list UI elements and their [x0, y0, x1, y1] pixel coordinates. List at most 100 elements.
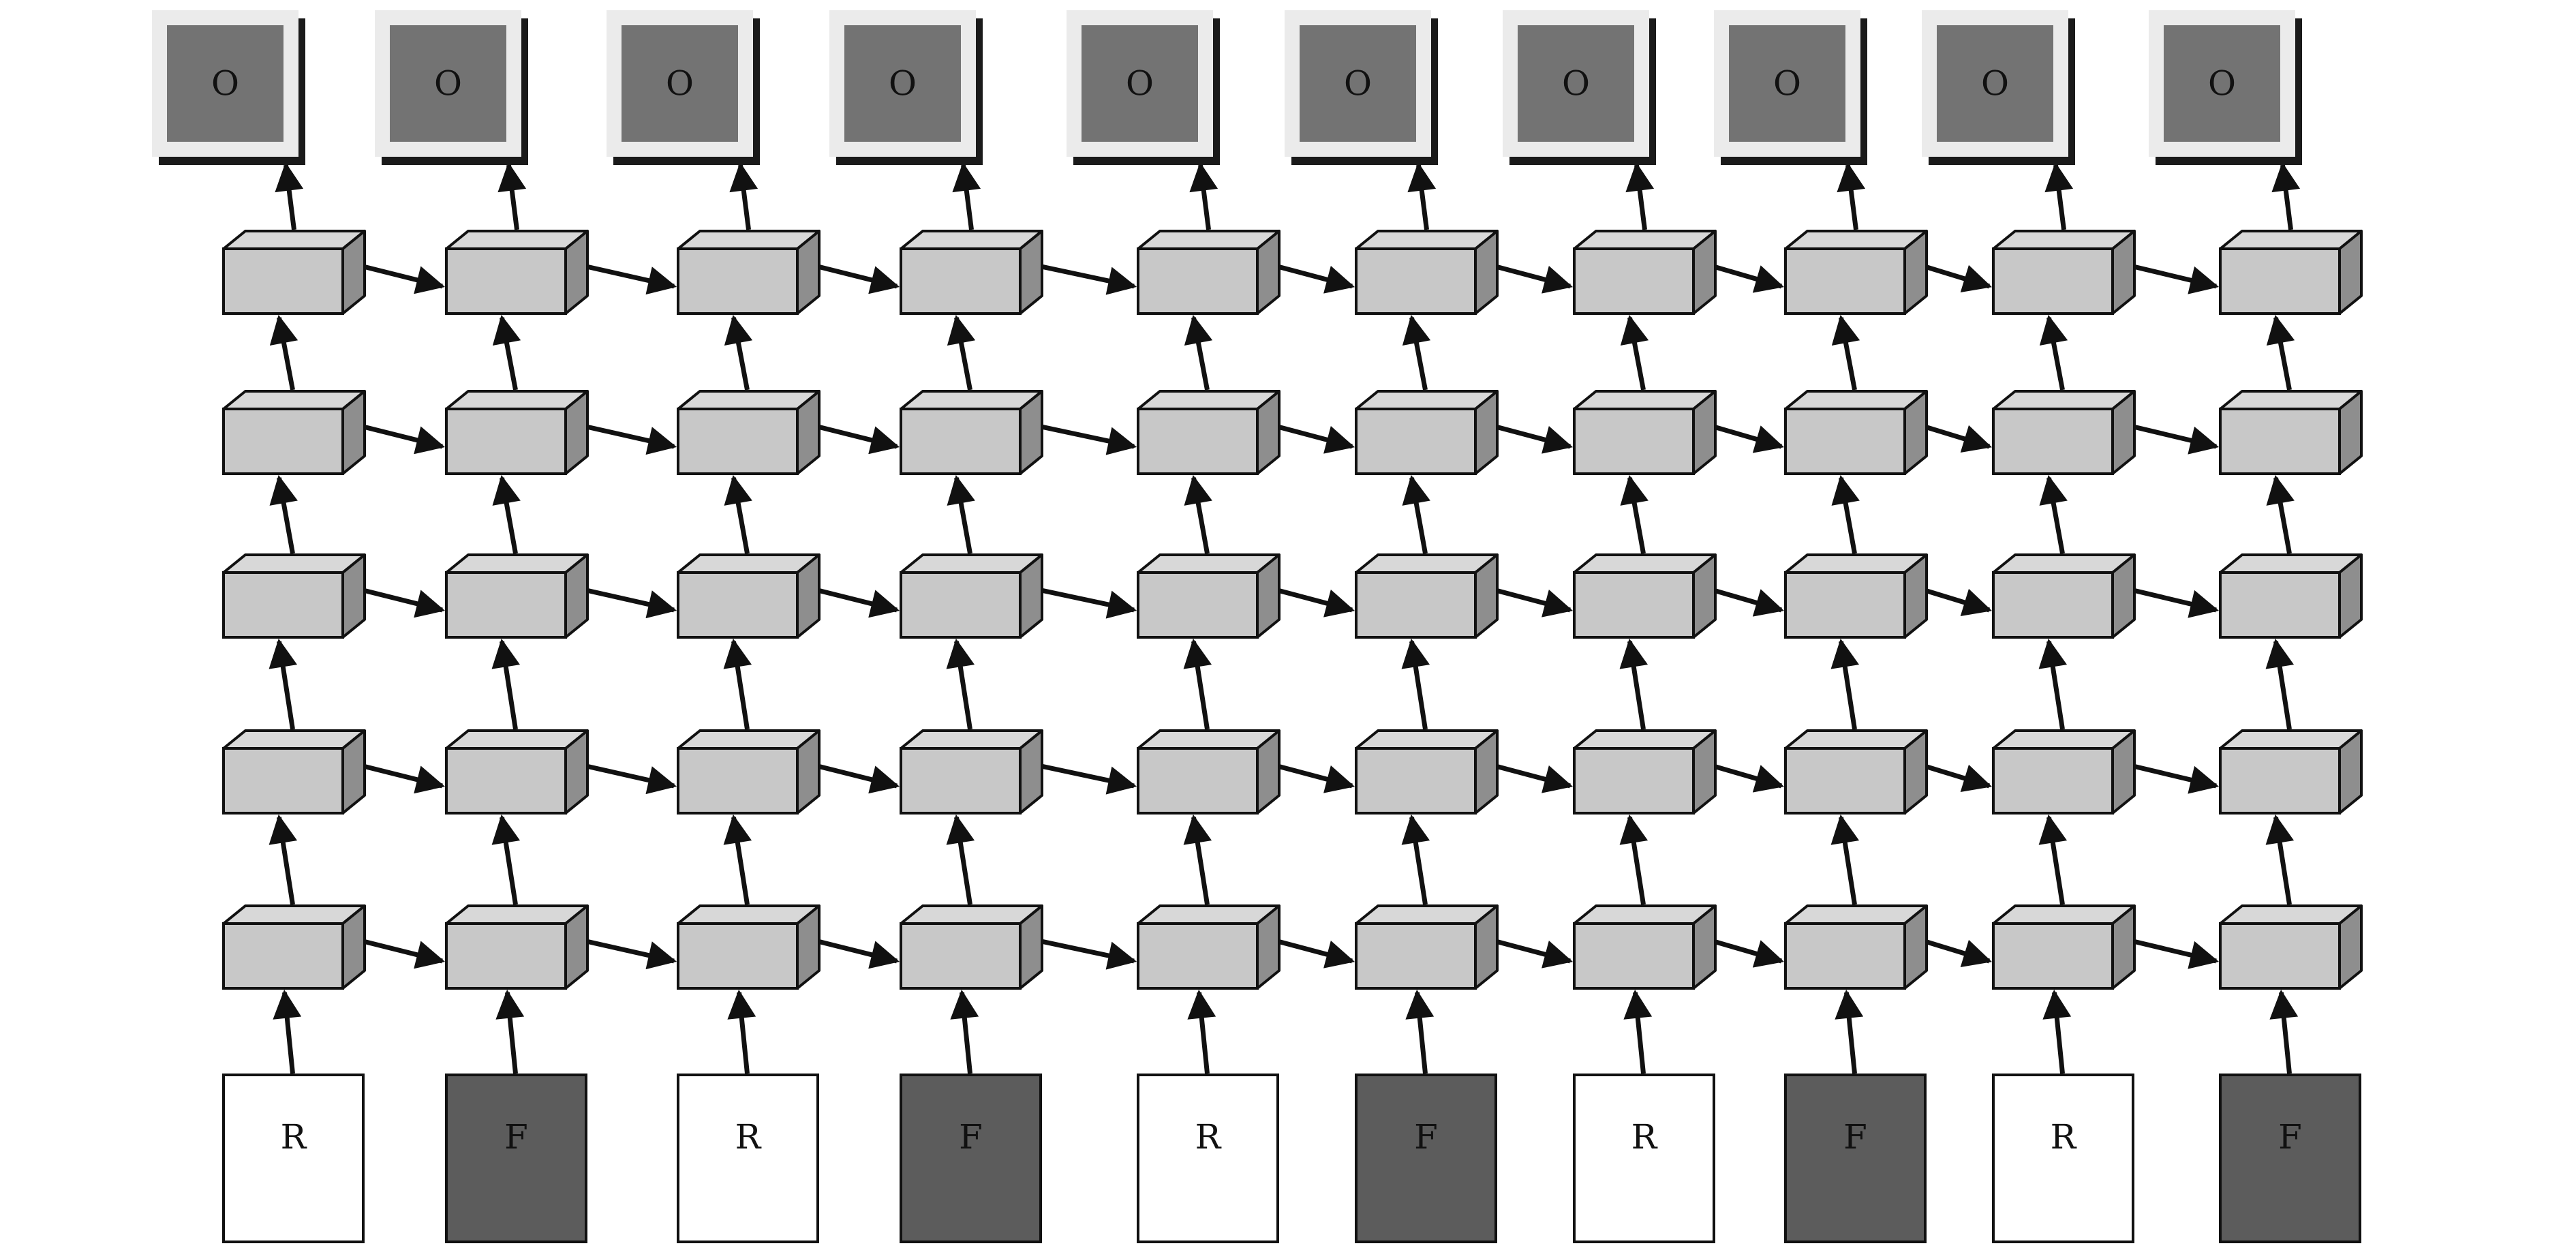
- hidden-cell-top: [222, 390, 366, 410]
- output-node: O: [607, 10, 760, 165]
- input-arrow: [2269, 989, 2299, 1074]
- hidden-cell-front: [1992, 922, 2114, 990]
- output-arrow: [729, 162, 758, 230]
- layer-arrow: [947, 314, 976, 391]
- recurrent-arrow: [1492, 423, 1574, 454]
- output-node-fill: [167, 25, 283, 142]
- recurrent-arrow: [814, 763, 900, 794]
- layer-arrow: [2265, 638, 2295, 730]
- hidden-cell-front: [1573, 571, 1695, 639]
- output-arrow: [275, 162, 304, 230]
- input-label: F: [959, 1117, 983, 1157]
- hidden-cell-front: [2219, 247, 2341, 315]
- input-arrow: [2042, 989, 2072, 1074]
- recurrent-arrow: [360, 763, 446, 794]
- input-label: R: [2051, 1117, 2077, 1157]
- hidden-cell: [445, 390, 589, 475]
- layer-arrow: [724, 474, 752, 554]
- hidden-cell-top: [445, 230, 589, 250]
- hidden-cell-top: [1355, 553, 1499, 574]
- layer-arrow: [1620, 314, 1649, 391]
- recurrent-arrow: [1492, 587, 1574, 618]
- output-label: O: [434, 64, 462, 104]
- layer-arrow: [1831, 314, 1860, 391]
- input-box: [222, 1074, 365, 1243]
- recurrent-arrow: [360, 263, 446, 294]
- layer-arrow: [269, 474, 298, 554]
- input-label: F: [504, 1117, 528, 1157]
- hidden-cell-front: [900, 571, 1022, 639]
- output-arrow: [1625, 162, 1655, 230]
- input-real: R: [677, 1074, 819, 1243]
- input-arrow: [950, 989, 979, 1074]
- input-fake: F: [2219, 1074, 2361, 1243]
- hidden-cell: [1784, 904, 1928, 990]
- hidden-cell-top: [1784, 390, 1928, 410]
- input-label: R: [1631, 1117, 1658, 1157]
- hidden-cell-front: [445, 922, 567, 990]
- layer-arrow: [2265, 814, 2295, 905]
- hidden-cell: [2219, 230, 2363, 315]
- hidden-cell: [900, 230, 1043, 315]
- hidden-cell-front: [1355, 408, 1477, 475]
- hidden-cell-front: [222, 247, 344, 315]
- input-fake: F: [1784, 1074, 1927, 1243]
- hidden-cell-top: [1137, 230, 1281, 250]
- input-real: R: [1992, 1074, 2134, 1243]
- hidden-cell: [1573, 904, 1717, 990]
- recurrent-arrow: [360, 938, 446, 969]
- hidden-cell-front: [1137, 247, 1259, 315]
- recurrent-arrow: [1274, 938, 1355, 969]
- hidden-cell-front: [445, 747, 567, 815]
- output-node: O: [375, 10, 528, 165]
- hidden-cell: [1355, 390, 1499, 475]
- recurrent-arrow: [1492, 263, 1574, 294]
- layer-arrow: [1620, 474, 1649, 554]
- output-label: O: [2208, 64, 2236, 104]
- input-fake: F: [1355, 1074, 1497, 1243]
- recurrent-arrow: [583, 263, 677, 295]
- hidden-cell-front: [1137, 408, 1259, 475]
- hidden-cell: [222, 904, 366, 990]
- hidden-cell-top: [1137, 390, 1281, 410]
- recurrent-arrow: [1921, 423, 1993, 453]
- output-node: O: [1067, 10, 1220, 165]
- hidden-cell: [445, 230, 589, 315]
- hidden-cell: [222, 230, 366, 315]
- output-node-fill: [1518, 25, 1634, 142]
- layer-arrow: [1402, 314, 1431, 391]
- hidden-cell-top: [1992, 904, 2136, 925]
- hidden-cell-top: [1784, 904, 1928, 925]
- recurrent-arrow: [583, 423, 677, 455]
- output-arrow: [497, 162, 527, 230]
- output-node: O: [152, 10, 305, 165]
- hidden-cell-top: [677, 729, 821, 750]
- input-box: [2219, 1074, 2361, 1243]
- hidden-cell-front: [1992, 247, 2114, 315]
- hidden-cell-front: [677, 571, 799, 639]
- output-node: O: [1285, 10, 1438, 165]
- input-box: [1137, 1074, 1279, 1243]
- hidden-cell-top: [1573, 904, 1717, 925]
- input-fake: F: [445, 1074, 587, 1243]
- layer-arrow: [1830, 814, 1860, 905]
- hidden-cell-front: [677, 247, 799, 315]
- hidden-cell-top: [1992, 553, 2136, 574]
- hidden-cell-front: [677, 747, 799, 815]
- hidden-cell-front: [1992, 747, 2114, 815]
- hidden-cell-top: [1573, 230, 1717, 250]
- output-node: O: [829, 10, 983, 165]
- recurrent-arrow: [1921, 587, 1993, 617]
- hidden-cell: [1137, 553, 1281, 639]
- output-node-fill: [844, 25, 961, 142]
- layer-arrow: [269, 638, 298, 730]
- output-label: O: [1344, 64, 1372, 104]
- output-node-fill: [1082, 25, 1198, 142]
- hidden-cell-front: [445, 571, 567, 639]
- output-arrow: [1407, 162, 1437, 230]
- recurrent-arrow: [814, 263, 900, 294]
- layer-arrow: [1619, 814, 1649, 905]
- hidden-cell-top: [1784, 729, 1928, 750]
